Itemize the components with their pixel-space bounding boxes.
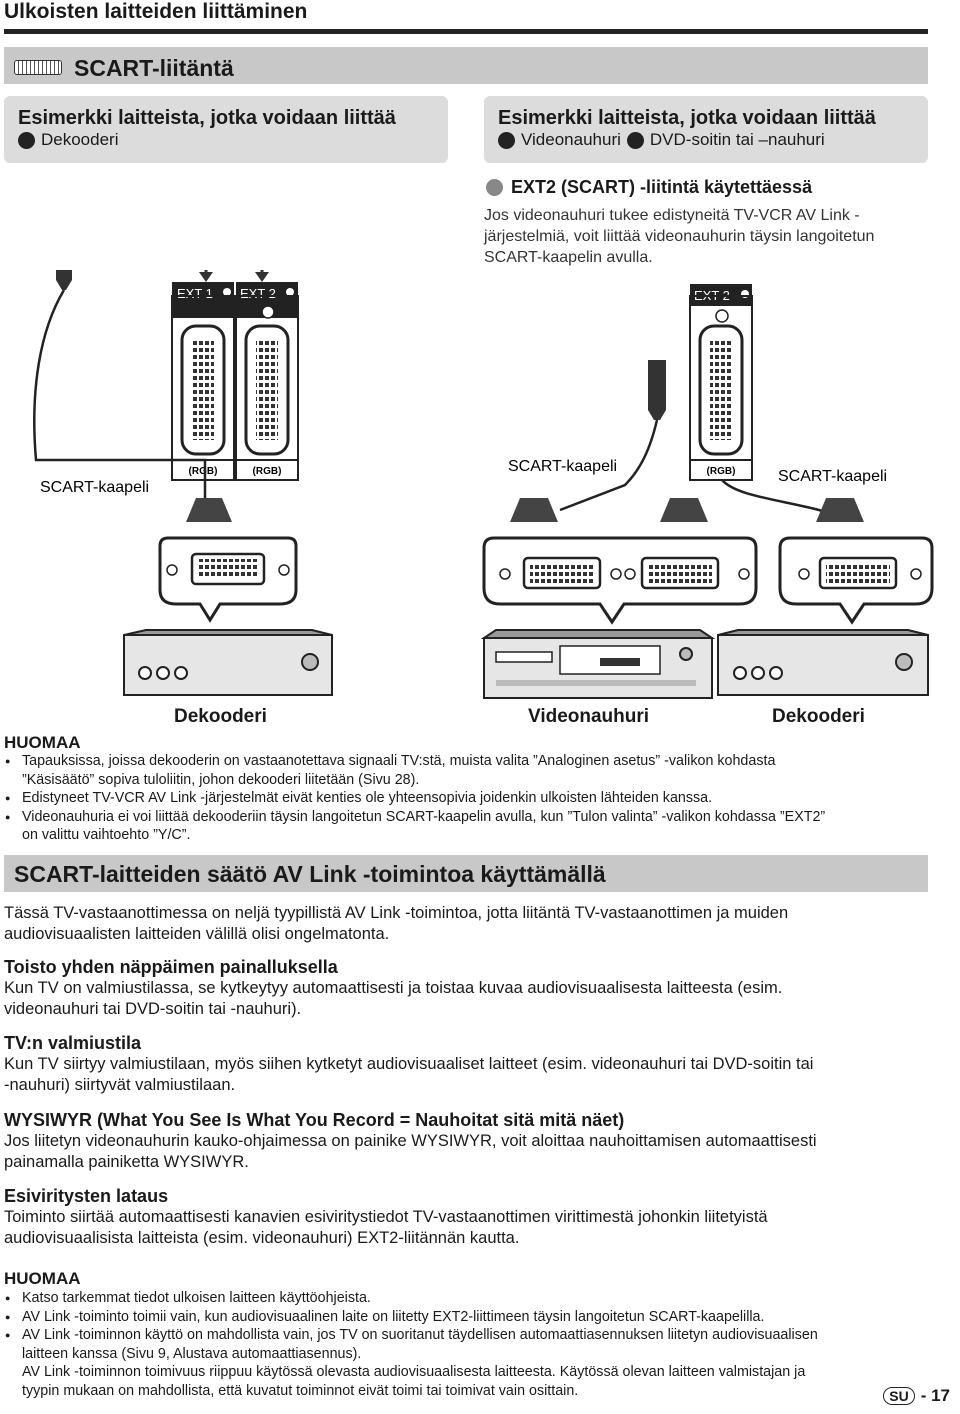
feature-wysiwyr: WYSIWYR (What You See Is What You Record… xyxy=(4,1110,934,1173)
arrow-icon xyxy=(255,272,269,282)
cable-left xyxy=(33,289,207,500)
section2-bar xyxy=(4,855,928,892)
connector-callout-right xyxy=(778,536,934,625)
arrow-icon xyxy=(199,272,213,282)
feature-heading: TV:n valmiustila xyxy=(4,1033,142,1053)
example-title-left: Esimerkki laitteista, jotka voidaan liit… xyxy=(18,107,396,129)
cable-label-middle: SCART-kaapeli xyxy=(508,458,617,475)
ext2-label: EXT 2 xyxy=(240,286,276,301)
feature-standby: TV:n valmiustila Kun TV siirtyy valmiust… xyxy=(4,1033,934,1096)
page-number-text: - 17 xyxy=(920,1386,950,1405)
rgb-label: (RGB) xyxy=(707,466,736,477)
section-bar xyxy=(4,47,928,84)
example-item: Videonauhuri xyxy=(521,130,621,149)
split-arrow xyxy=(204,270,264,274)
example-box-right: Esimerkki laitteista, jotka voidaan liit… xyxy=(484,96,928,163)
cable-label-left: SCART-kaapeli xyxy=(40,479,149,496)
device-label-dekooderi-left: Dekooderi xyxy=(174,706,267,727)
note-item: Edistyneet TV-VCR AV Link -järjestelmät … xyxy=(4,789,934,808)
device-videonauhuri xyxy=(480,629,716,699)
note-list-1: Tapauksissa, joissa dekooderin on vastaa… xyxy=(4,752,934,845)
connector-callout-left xyxy=(158,536,298,623)
example-item: DVD-soitin tai –nauhuri xyxy=(649,130,825,149)
page-number: SU - 17 xyxy=(883,1386,950,1406)
ext2-text: Jos videonauhuri tukee edistyneitä TV-VC… xyxy=(484,207,875,266)
section-title: SCART-liitäntä xyxy=(74,55,234,81)
note-item: AV Link -toiminnon käyttö on mahdollista… xyxy=(4,1326,934,1400)
bullet-icon xyxy=(486,179,503,196)
title-rule xyxy=(4,29,928,34)
note-item: Katso tarkemmat tiedot ulkoisen laitteen… xyxy=(4,1289,934,1308)
connector-callout-middle xyxy=(482,536,758,625)
device-dekooderi-left xyxy=(123,629,333,696)
note-item: AV Link -toiminto toimii vain, kun audio… xyxy=(4,1308,934,1327)
example-items-right: Videonauhuri DVD-soitin tai –nauhuri xyxy=(498,130,825,150)
example-items-left: Dekooderi xyxy=(18,130,119,150)
page-title: Ulkoisten laitteiden liittäminen xyxy=(4,0,308,23)
note-heading: HUOMAA xyxy=(4,733,81,752)
feature-text: Jos liitetyn videonauhurin kauko-ohjaime… xyxy=(4,1132,817,1171)
example-item: Dekooderi xyxy=(41,130,119,149)
feature-text: Kun TV siirtyy valmiustilaan, myös siihe… xyxy=(4,1055,814,1094)
note-item: Tapauksissa, joissa dekooderin on vastaa… xyxy=(4,752,934,789)
bullet-icon xyxy=(18,131,35,149)
ext1-panel: EXT 1 (RGB) xyxy=(171,282,235,481)
example-box-left: Esimerkki laitteista, jotka voidaan liit… xyxy=(4,96,448,163)
connection-diagram: EXT 1 (RGB) EXT 2 (RGB) EXT 2 (RGB) SCAR… xyxy=(33,270,934,699)
cable-middle xyxy=(559,419,659,512)
bottom-plugs xyxy=(186,498,864,522)
bullet-icon xyxy=(626,131,644,149)
language-badge: SU xyxy=(883,1387,915,1405)
scart-icon xyxy=(14,60,62,75)
section2-title: SCART-laitteiden säätö AV Link -toiminto… xyxy=(14,861,606,887)
feature-one-touch: Toisto yhden näppäimen painalluksella Ku… xyxy=(4,957,934,1020)
device-dekooderi-right xyxy=(717,629,929,696)
note-heading-2: HUOMAA xyxy=(4,1269,81,1288)
feature-text: Toiminto siirtää automaattisesti kanavie… xyxy=(4,1208,768,1247)
ext2-panel-right: EXT 2 (RGB) xyxy=(689,284,753,481)
rgb-label: (RGB) xyxy=(189,466,218,477)
device-label-dekooderi-right: Dekooderi xyxy=(772,706,865,727)
ext2-panel: EXT 2 (RGB) xyxy=(235,282,299,481)
scart-plug-left xyxy=(56,270,72,290)
feature-text: Kun TV on valmiustilassa, se kytkeytyy a… xyxy=(4,979,783,1018)
device-label-videonauhuri: Videonauhuri xyxy=(528,706,650,727)
rgb-label: (RGB) xyxy=(253,466,282,477)
ext2-heading: EXT2 (SCART) -liitintä käytettäessä xyxy=(486,177,812,198)
feature-heading: Toisto yhden näppäimen painalluksella xyxy=(4,957,338,977)
scart-plug-middle xyxy=(648,360,666,420)
cable-label-right: SCART-kaapeli xyxy=(778,468,887,485)
feature-heading: WYSIWYR (What You See Is What You Record… xyxy=(4,1110,625,1130)
ext1-label: EXT 1 xyxy=(177,286,213,301)
intro-text: Tässä TV-vastaanottimessa on neljä tyypi… xyxy=(4,904,789,943)
note-item: Videonauhuria ei voi liittää dekooderiin… xyxy=(4,808,934,845)
feature-preset-download: Esiviritysten lataus Toiminto siirtää au… xyxy=(4,1186,934,1249)
ext2-heading-text: EXT2 (SCART) -liitintä käytettäessä xyxy=(511,177,813,197)
example-title-right: Esimerkki laitteista, jotka voidaan liit… xyxy=(498,107,876,129)
note-list-2: Katso tarkemmat tiedot ulkoisen laitteen… xyxy=(4,1289,934,1400)
feature-heading: Esiviritysten lataus xyxy=(4,1186,169,1206)
bullet-icon xyxy=(498,131,515,149)
